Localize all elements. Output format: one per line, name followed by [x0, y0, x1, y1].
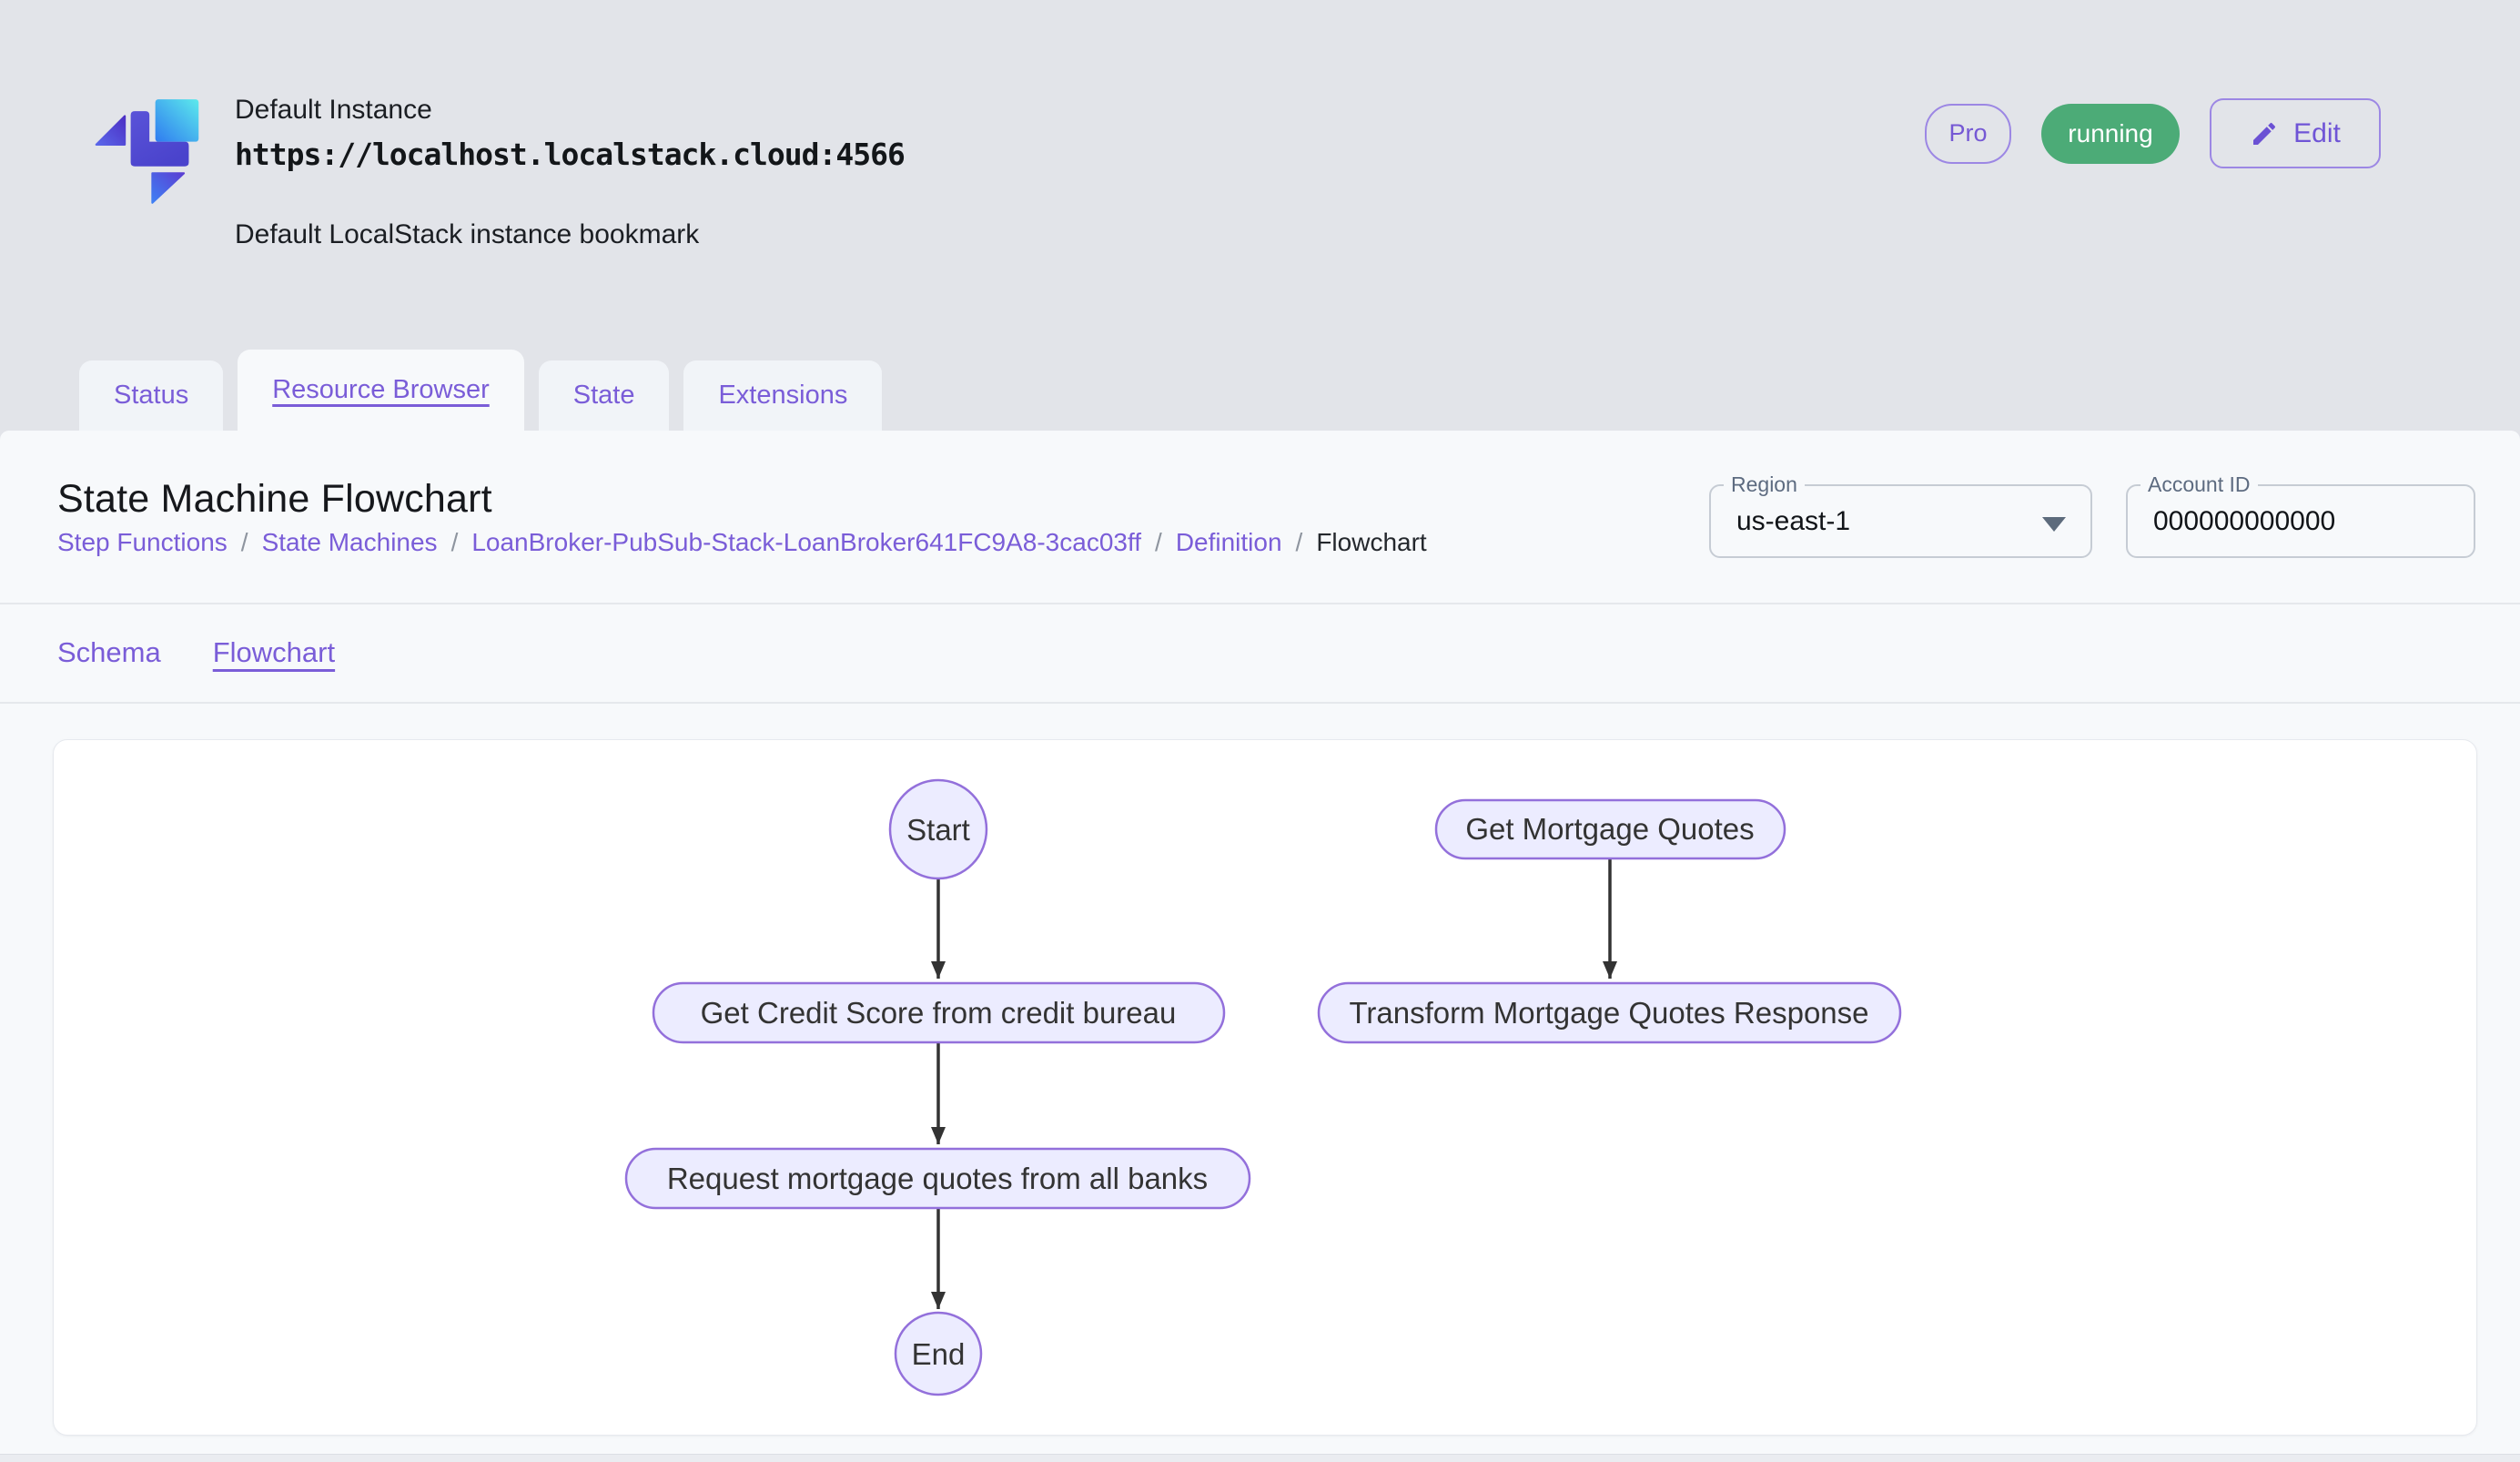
breadcrumb-link-state-machines[interactable]: State Machines: [261, 528, 438, 556]
node-request-quotes[interactable]: Request mortgage quotes from all banks: [624, 1147, 1251, 1210]
tab-state[interactable]: State: [538, 360, 670, 431]
dropdown-caret-icon: [2042, 517, 2066, 532]
tab-bar: Status Resource Browser State Extensions: [79, 350, 883, 431]
node-get-credit-score[interactable]: Get Credit Score from credit bureau: [652, 981, 1226, 1044]
breadcrumb-separator: /: [450, 528, 459, 556]
flowchart-canvas: Start Get Credit Score from credit burea…: [624, 778, 1902, 1396]
tab-status[interactable]: Status: [79, 360, 224, 431]
node-get-mortgage-quotes[interactable]: Get Mortgage Quotes: [1434, 798, 1786, 860]
region-select[interactable]: Region us-east-1: [1709, 472, 2092, 558]
node-end[interactable]: End: [894, 1311, 983, 1396]
footer-strip: [0, 1454, 2520, 1462]
instance-url: https://localhost.localstack.cloud:4566: [235, 137, 906, 172]
instance-info: Default Instance https://localhost.local…: [235, 95, 906, 249]
divider: [0, 702, 2520, 704]
account-id-label: Account ID: [2140, 472, 2258, 498]
node-start[interactable]: Start: [888, 778, 988, 880]
account-id-field: Account ID: [2126, 472, 2475, 558]
edit-button-label: Edit: [2293, 117, 2341, 148]
subtab-bar: Schema Flowchart: [57, 603, 335, 702]
resource-browser-panel: State Machine Flowchart Step Functions/S…: [0, 431, 2520, 1462]
breadcrumb-separator: /: [1155, 528, 1162, 556]
breadcrumb-separator: /: [1295, 528, 1303, 556]
divider: [0, 603, 2520, 604]
account-id-input[interactable]: [2153, 505, 2444, 537]
instance-header: Default Instance https://localhost.local…: [0, 0, 2520, 431]
breadcrumb-link-state-machine-id[interactable]: LoanBroker-PubSub-Stack-LoanBroker641FC9…: [471, 528, 1142, 556]
node-request-quotes-label: Request mortgage quotes from all banks: [667, 1162, 1208, 1195]
node-start-label: Start: [906, 813, 970, 847]
status-badge: running: [2041, 103, 2180, 164]
region-value: us-east-1: [1736, 505, 1851, 536]
breadcrumb-current-flowchart: Flowchart: [1316, 528, 1427, 556]
context-fields: Region us-east-1 Account ID: [1709, 472, 2475, 558]
pencil-icon: [2253, 122, 2276, 145]
header-actions: Pro running Edit: [1925, 98, 2381, 168]
node-get-credit-score-label: Get Credit Score from credit bureau: [701, 996, 1177, 1030]
tab-extensions[interactable]: Extensions: [683, 360, 883, 431]
breadcrumb: Step Functions / State Machines / LoanBroker…: [57, 528, 1427, 557]
node-transform-response-label: Transform Mortgage Quotes Response: [1349, 996, 1868, 1030]
breadcrumb-link-definition[interactable]: Definition: [1175, 528, 1282, 556]
node-get-mortgage-quotes-label: Get Mortgage Quotes: [1465, 812, 1754, 846]
edit-button[interactable]: Edit: [2210, 98, 2381, 168]
localstack-logo: [95, 99, 199, 204]
node-end-label: End: [912, 1337, 966, 1371]
node-transform-response[interactable]: Transform Mortgage Quotes Response: [1317, 981, 1902, 1044]
subtab-flowchart[interactable]: Flowchart: [212, 635, 336, 668]
pro-badge: Pro: [1925, 103, 2011, 164]
instance-name: Default Instance: [235, 95, 432, 125]
flowchart-card: Start Get Credit Score from credit burea…: [53, 739, 2477, 1436]
breadcrumb-link-step-functions[interactable]: Step Functions: [57, 528, 228, 556]
instance-description: Default LocalStack instance bookmark: [235, 219, 700, 249]
subtab-schema[interactable]: Schema: [57, 635, 161, 668]
page-title: State Machine Flowchart: [57, 477, 492, 521]
region-label: Region: [1724, 472, 1805, 498]
tab-resource-browser[interactable]: Resource Browser: [238, 350, 524, 431]
breadcrumb-separator: /: [240, 528, 248, 556]
